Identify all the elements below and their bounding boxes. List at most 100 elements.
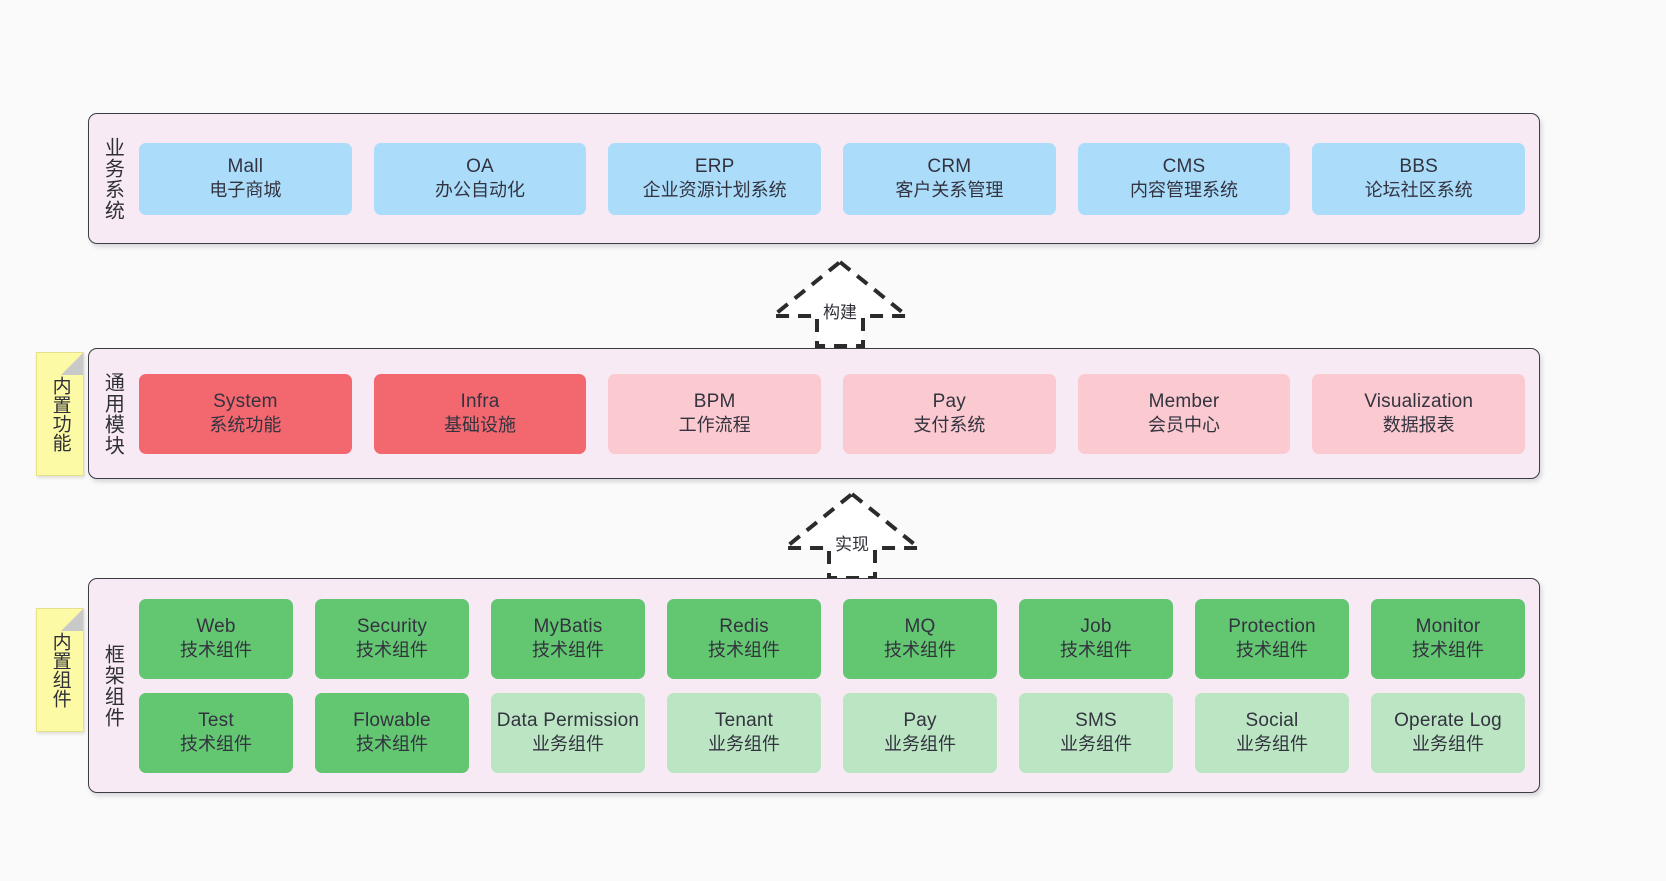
layer-body-modules: System 系统功能 Infra 基础设施 BPM 工作流程 Pay 支付系统… (135, 349, 1539, 478)
layer-body-business: Mall 电子商城 OA 办公自动化 ERP 企业资源计划系统 CRM 客户关系… (135, 114, 1539, 243)
card-security-title: Security (356, 615, 428, 637)
card-mq-title: MQ (904, 615, 936, 637)
card-flowable-title: Flowable (353, 709, 431, 731)
card-flowable[interactable]: Flowable 技术组件 (315, 692, 469, 773)
card-redis[interactable]: Redis 技术组件 (667, 598, 821, 679)
card-system[interactable]: System 系统功能 (139, 373, 352, 454)
card-crm[interactable]: CRM 客户关系管理 (843, 142, 1056, 215)
card-bbs-subtitle: 论坛社区系统 (1364, 180, 1473, 201)
layer-title-modules: 通用模块 (101, 371, 124, 456)
card-job[interactable]: Job 技术组件 (1019, 598, 1173, 679)
card-tenant[interactable]: Tenant 业务组件 (667, 692, 821, 773)
card-test-title: Test (198, 709, 234, 731)
card-pay-module-title: Pay (932, 390, 967, 412)
card-oa[interactable]: OA 办公自动化 (373, 142, 587, 215)
card-oa-subtitle: 办公自动化 (435, 180, 525, 201)
card-tenant-subtitle: 业务组件 (708, 734, 780, 755)
sticky-note-builtin-features: 内置功能 (36, 352, 84, 476)
card-job-subtitle: 技术组件 (1060, 640, 1132, 661)
card-social-subtitle: 业务组件 (1236, 734, 1308, 755)
card-member-subtitle: 会员中心 (1148, 415, 1221, 436)
card-infra-title: Infra (460, 390, 500, 412)
card-protection-title: Protection (1228, 615, 1316, 637)
card-crm-title: CRM (927, 155, 972, 177)
connector-realize-arrow: 实现 (772, 490, 932, 580)
card-row-business: Mall 电子商城 OA 办公自动化 ERP 企业资源计划系统 CRM 客户关系… (139, 142, 1526, 215)
card-row-modules: System 系统功能 Infra 基础设施 BPM 工作流程 Pay 支付系统… (139, 373, 1526, 454)
card-web[interactable]: Web 技术组件 (139, 598, 293, 679)
connector-build-arrow: 构建 (760, 258, 920, 348)
card-oa-title: OA (466, 155, 494, 177)
dashed-generalization-arrow-icon (779, 491, 925, 580)
card-security[interactable]: Security 技术组件 (315, 598, 469, 679)
card-protection-subtitle: 技术组件 (1236, 640, 1308, 661)
card-crm-subtitle: 客户关系管理 (895, 180, 1004, 201)
card-erp-subtitle: 企业资源计划系统 (642, 180, 787, 201)
sticky-note-builtin-components: 内置组件 (36, 608, 84, 732)
card-flowable-subtitle: 技术组件 (356, 734, 428, 755)
card-test-subtitle: 技术组件 (180, 734, 252, 755)
card-system-subtitle: 系统功能 (209, 415, 282, 436)
card-protection[interactable]: Protection 技术组件 (1195, 598, 1349, 679)
card-redis-title: Redis (719, 615, 769, 637)
card-data-permission-subtitle: 业务组件 (532, 734, 604, 755)
card-pay-module-subtitle: 支付系统 (913, 415, 986, 436)
card-pay-component-subtitle: 业务组件 (884, 734, 956, 755)
card-security-subtitle: 技术组件 (356, 640, 428, 661)
card-bpm[interactable]: BPM 工作流程 (608, 373, 822, 454)
card-social[interactable]: Social 业务组件 (1195, 692, 1349, 773)
card-mall-subtitle: 电子商城 (209, 180, 282, 201)
card-row-business-components: Test 技术组件 Flowable 技术组件 Data Permission … (139, 692, 1525, 773)
card-web-title: Web (196, 615, 236, 637)
card-tenant-title: Tenant (714, 709, 774, 731)
card-mybatis-subtitle: 技术组件 (532, 640, 604, 661)
layer-common-modules: 通用模块 System 系统功能 Infra 基础设施 BPM 工作流程 Pay (88, 348, 1540, 479)
card-data-permission[interactable]: Data Permission 业务组件 (491, 692, 645, 773)
layer-title-business: 业务系统 (101, 136, 124, 221)
layer-body-framework: Web 技术组件 Security 技术组件 MyBatis 技术组件 Redi… (135, 579, 1539, 792)
card-redis-subtitle: 技术组件 (708, 640, 780, 661)
card-bpm-subtitle: 工作流程 (678, 415, 751, 436)
card-pay-module[interactable]: Pay 支付系统 (843, 373, 1056, 454)
card-monitor[interactable]: Monitor 技术组件 (1371, 598, 1525, 679)
card-data-permission-title: Data Permission (496, 709, 640, 731)
card-cms-subtitle: 内容管理系统 (1130, 180, 1239, 201)
card-monitor-title: Monitor (1415, 615, 1481, 637)
card-pay-component-title: Pay (903, 709, 937, 731)
card-bbs[interactable]: BBS 论坛社区系统 (1312, 142, 1526, 215)
card-visualization[interactable]: Visualization 数据报表 (1312, 373, 1526, 454)
card-job-title: Job (1080, 615, 1112, 637)
card-member-title: Member (1148, 390, 1220, 412)
card-row-tech-components: Web 技术组件 Security 技术组件 MyBatis 技术组件 Redi… (139, 598, 1525, 679)
sticky-note-builtin-components-label: 内置组件 (49, 632, 71, 708)
card-mall-title: Mall (227, 155, 264, 177)
card-sms-title: SMS (1075, 709, 1117, 731)
card-visualization-title: Visualization (1364, 390, 1474, 412)
card-pay-component[interactable]: Pay 业务组件 (843, 692, 997, 773)
card-operate-log[interactable]: Operate Log 业务组件 (1371, 692, 1525, 773)
card-mybatis[interactable]: MyBatis 技术组件 (491, 598, 645, 679)
card-mall[interactable]: Mall 电子商城 (139, 142, 352, 215)
card-sms[interactable]: SMS 业务组件 (1019, 692, 1173, 773)
layer-title-framework: 框架组件 (101, 643, 124, 728)
card-infra-subtitle: 基础设施 (444, 415, 516, 436)
layer-framework-components: 框架组件 Web 技术组件 Security 技术组件 MyBatis 技术组件… (88, 578, 1540, 793)
card-visualization-subtitle: 数据报表 (1382, 415, 1455, 436)
card-mq[interactable]: MQ 技术组件 (843, 598, 997, 679)
card-bpm-title: BPM (693, 390, 736, 412)
card-cms[interactable]: CMS 内容管理系统 (1077, 142, 1291, 215)
dashed-generalization-arrow-icon (767, 259, 913, 348)
card-erp[interactable]: ERP 企业资源计划系统 (608, 142, 822, 215)
card-erp-title: ERP (694, 155, 735, 177)
card-cms-title: CMS (1162, 155, 1206, 177)
card-test[interactable]: Test 技术组件 (139, 692, 293, 773)
card-infra[interactable]: Infra 基础设施 (373, 373, 587, 454)
sticky-note-builtin-features-label: 内置功能 (49, 376, 71, 452)
card-social-title: Social (1245, 709, 1299, 731)
card-sms-subtitle: 业务组件 (1060, 734, 1132, 755)
card-system-title: System (213, 390, 278, 412)
card-mybatis-title: MyBatis (533, 615, 603, 637)
card-member[interactable]: Member 会员中心 (1077, 373, 1291, 454)
card-web-subtitle: 技术组件 (180, 640, 252, 661)
